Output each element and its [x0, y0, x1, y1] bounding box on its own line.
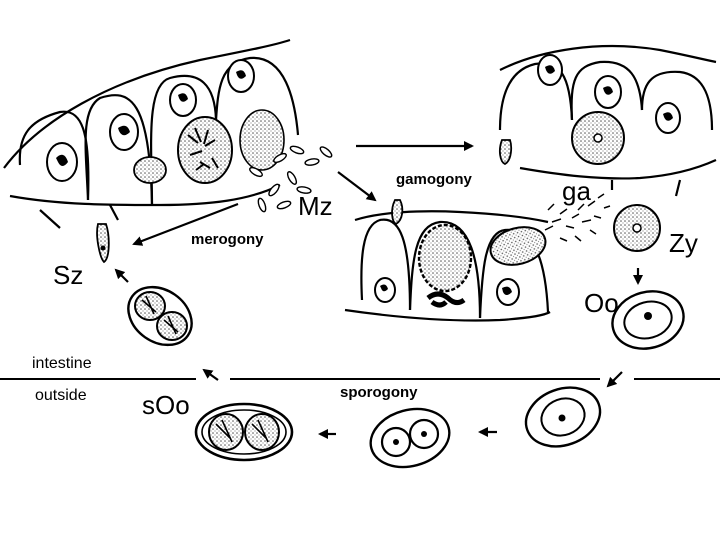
nucleolus — [178, 93, 188, 102]
upper-right-cell-1 — [498, 62, 574, 131]
upper-right-epithelium — [498, 45, 717, 197]
middle-apical-border — [354, 210, 549, 224]
merozoites — [249, 145, 333, 213]
label-oo: Oo — [584, 288, 619, 318]
label-gamogony: gamogony — [396, 171, 472, 188]
zygote — [613, 204, 661, 252]
left-apical-border — [3, 38, 291, 169]
label-zy: Zy — [669, 228, 698, 258]
merozoite — [304, 158, 320, 166]
arrows — [114, 141, 643, 439]
oocyst — [611, 290, 685, 350]
left-nuclei — [46, 59, 285, 184]
left-cell-2 — [84, 94, 154, 206]
nucleolus — [236, 70, 246, 79]
merozoite — [257, 197, 267, 213]
merozoite-invading — [498, 139, 513, 165]
sporozoite-invading — [96, 223, 110, 264]
middle-contents — [374, 199, 547, 308]
middle-epithelium — [344, 210, 551, 322]
microgamont-releasing — [489, 226, 547, 266]
arrow-to-soo — [202, 368, 219, 381]
left-cilia — [39, 204, 119, 229]
nucleolus — [118, 125, 130, 136]
arrow-to-gamonts — [337, 171, 377, 202]
nucleus-dark — [426, 291, 466, 308]
merozoite — [319, 146, 333, 158]
middle-cell-1 — [360, 218, 412, 311]
merozoite — [276, 200, 292, 210]
middle-cell-3 — [478, 228, 550, 319]
label-sz: Sz — [53, 260, 84, 290]
arrow-merogony — [132, 202, 239, 246]
merozoite — [268, 183, 280, 197]
sporoblast-oocyst — [524, 386, 602, 448]
merozoite — [296, 186, 312, 194]
label-outside: outside — [35, 387, 87, 404]
microgametes — [544, 193, 611, 242]
upper-right-basal-border — [519, 158, 717, 180]
label-ga: ga — [562, 176, 591, 206]
merozoite — [273, 152, 287, 164]
middle-cell-2 — [408, 220, 482, 319]
label-soo: sOo — [142, 390, 190, 420]
label-mz: Mz — [298, 191, 333, 221]
upper-right-cell-2 — [570, 60, 644, 121]
upper-right-cell-3 — [640, 70, 714, 131]
merozoite — [289, 145, 305, 155]
upper-right-apical-border — [499, 45, 717, 71]
merozoite — [286, 171, 298, 185]
nucleolus — [56, 154, 68, 166]
merozoite-entering — [391, 199, 404, 226]
meront-rupturing — [239, 109, 285, 171]
left-cell-4 — [214, 56, 300, 136]
sporocyst-pair — [127, 285, 193, 347]
meront — [177, 116, 233, 184]
merozoite — [249, 166, 263, 178]
merozoite-cluster — [187, 127, 219, 171]
arrow-outside-1 — [606, 371, 623, 388]
sporulating-oocyst — [369, 407, 451, 469]
trophozoite — [133, 156, 167, 184]
left-cell-1 — [18, 110, 90, 201]
middle-basal-border — [344, 308, 551, 322]
label-merogony: merogony — [191, 231, 264, 248]
arrow-to-sz — [114, 268, 129, 283]
upper-right-contents — [498, 54, 681, 165]
upper-right-cilia — [610, 179, 682, 197]
label-intestine: intestine — [32, 355, 92, 372]
label-sporogony: sporogony — [340, 384, 418, 401]
left-basal-border — [9, 184, 281, 207]
sporulated-oocyst — [194, 402, 294, 462]
microgamont — [417, 223, 473, 293]
